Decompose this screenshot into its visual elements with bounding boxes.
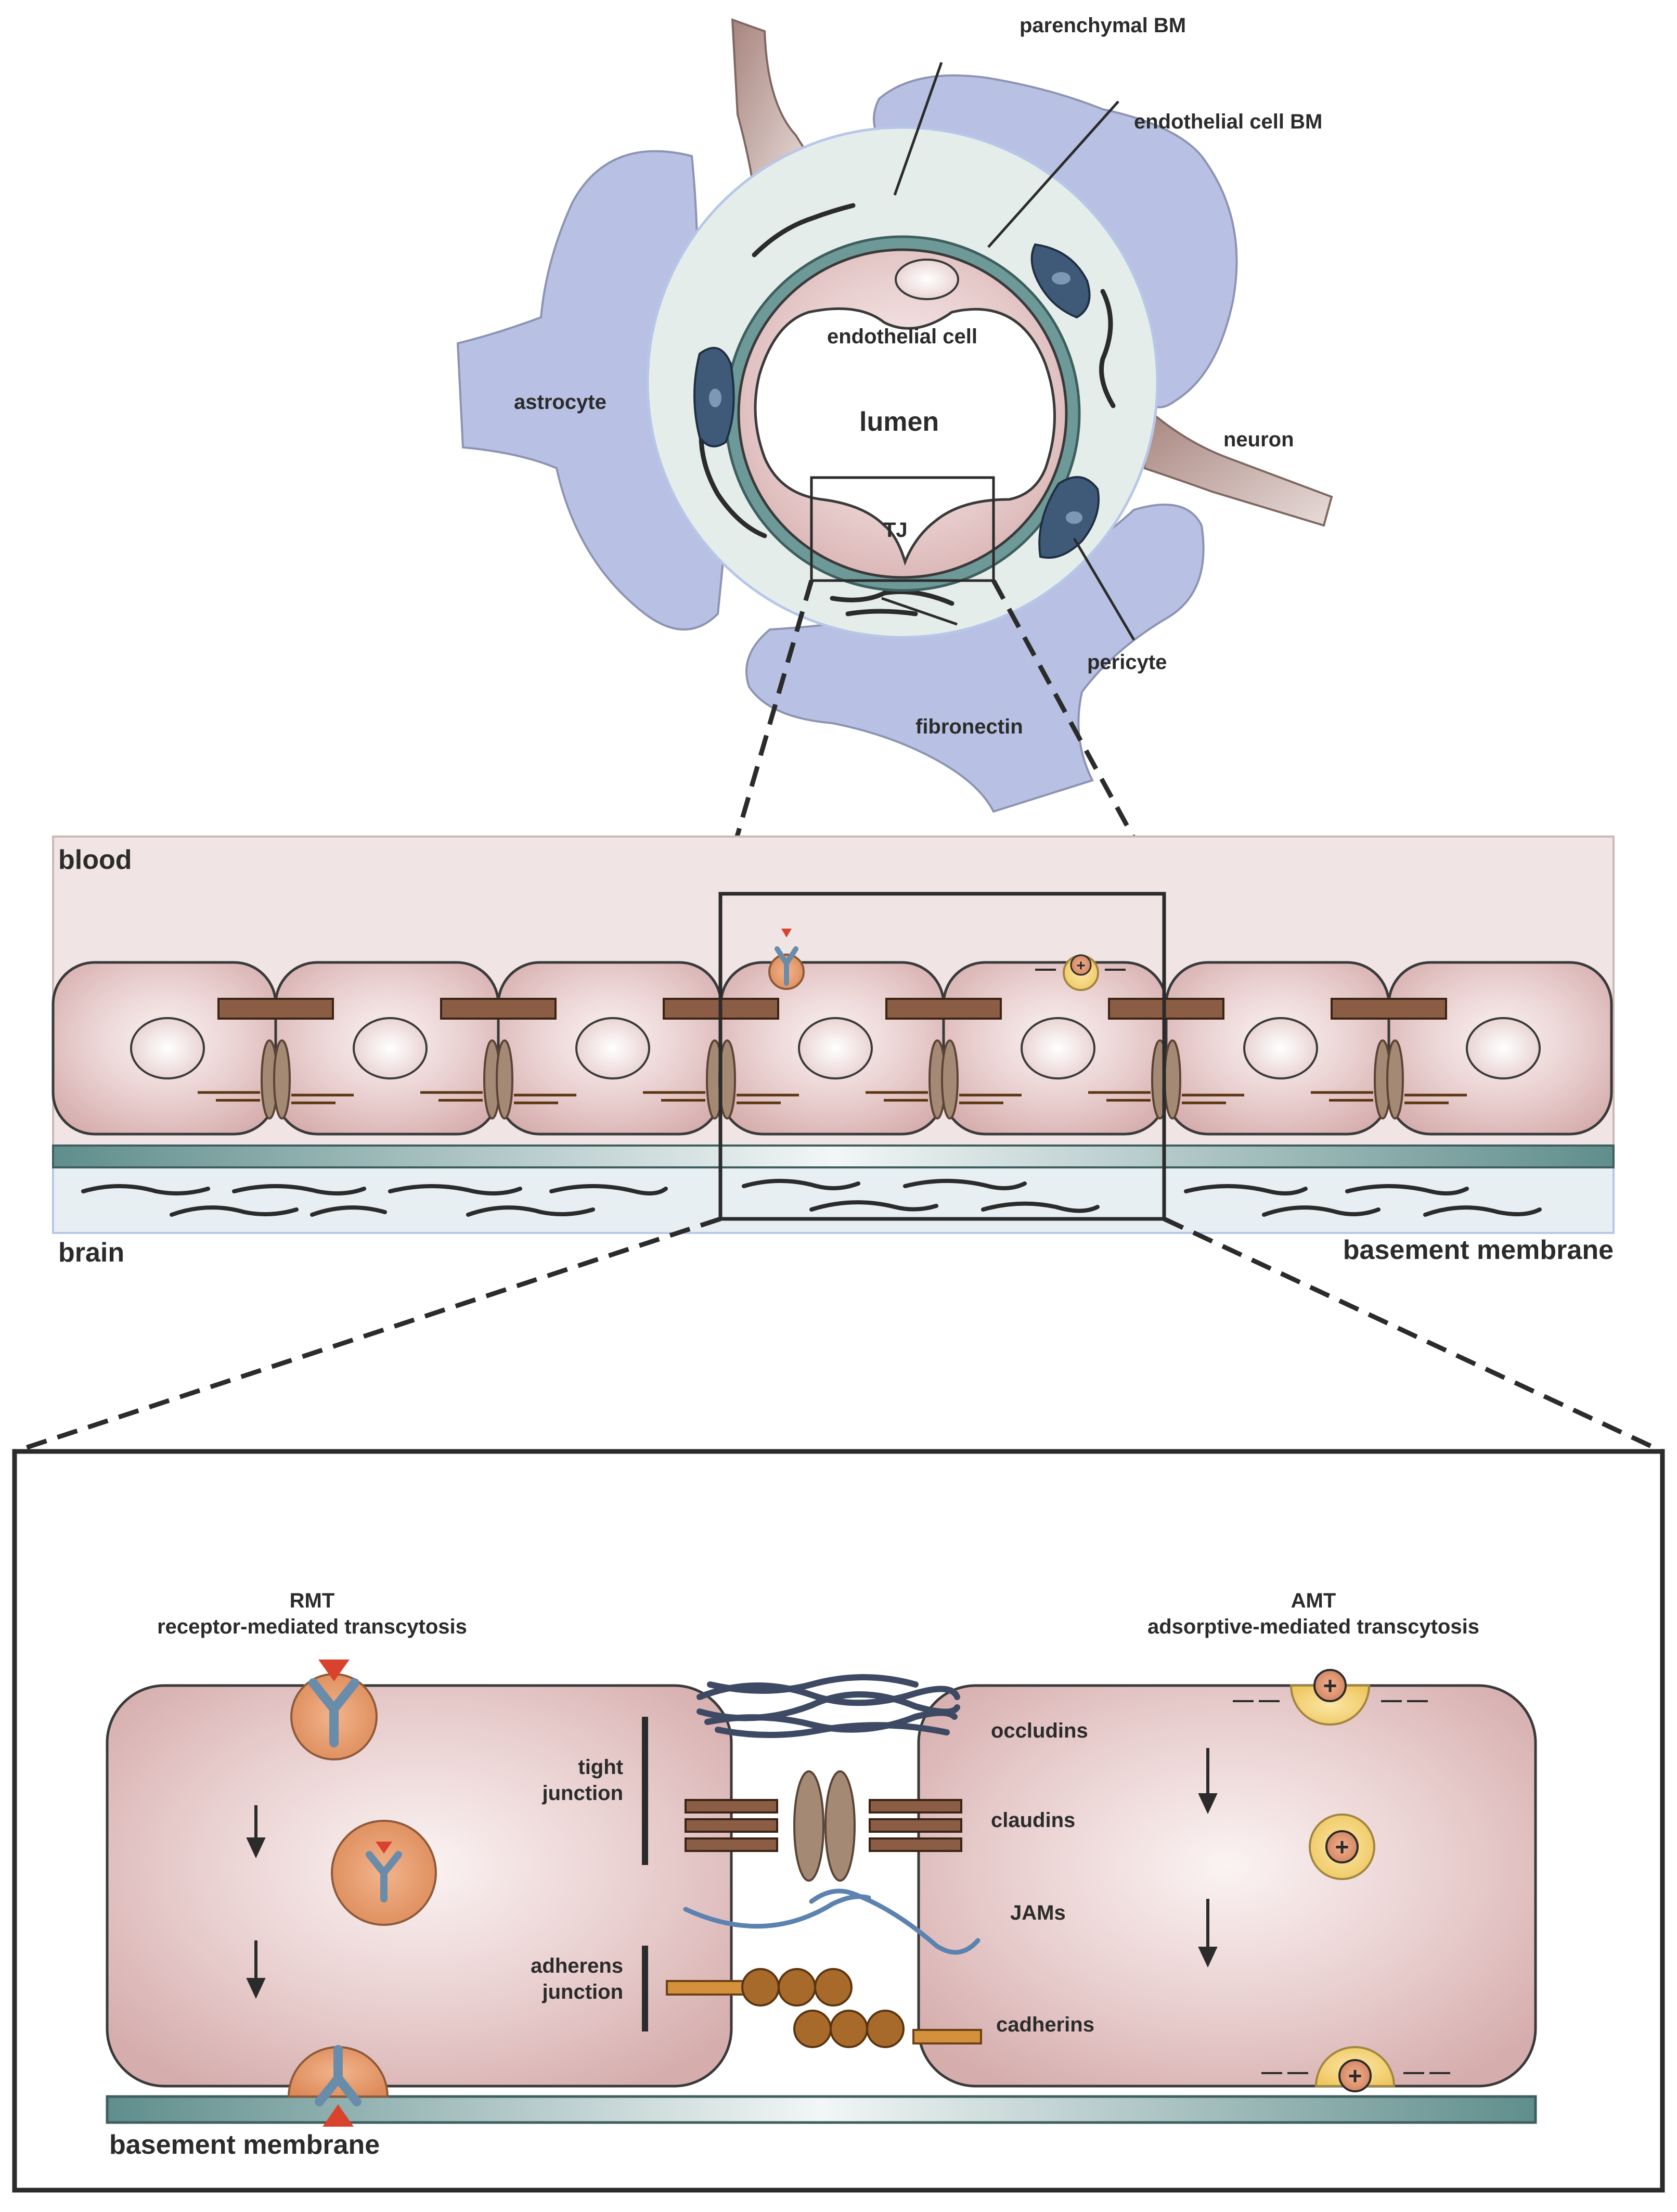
- middle-jam-oval: [496, 1039, 513, 1120]
- label-astrocyte: astrocyte: [514, 391, 607, 414]
- label-tj: TJ: [883, 519, 908, 542]
- amt-vesicle-top: +: [1233, 1669, 1428, 1726]
- middle-jam-oval: [1386, 1039, 1404, 1120]
- rmt-vesicle-top: [290, 1660, 378, 1760]
- middle-cadherin-lines-left: [866, 1091, 928, 1102]
- middle-cadherin-lines-left: [1311, 1091, 1373, 1102]
- neuron-right: [1143, 408, 1333, 527]
- tj-zoom-box: [810, 476, 995, 582]
- middle-claudin-bar: [217, 998, 334, 1020]
- middle-cadherin-lines-left: [420, 1091, 483, 1102]
- rmt-arrows: [246, 1805, 266, 1999]
- claudins: [685, 1799, 962, 1852]
- junction-detail-panel: + + +: [12, 1449, 1665, 2193]
- receptor-vesicle-small: [768, 929, 805, 990]
- jam-ovals: [793, 1770, 856, 1882]
- rmt-vesicle-middle: [331, 1820, 437, 1926]
- middle-cell-nucleus: [575, 1017, 650, 1079]
- amt-vesicle-middle: +: [1309, 1814, 1375, 1880]
- middle-fibers: [81, 1179, 1542, 1217]
- endothelial-layer-panel: + blood brain basement membrane: [51, 835, 1615, 1268]
- middle-cell-nucleus: [353, 1017, 428, 1079]
- fibronectin-fibers: [699, 203, 1116, 616]
- zoom-lines-lower: [14, 1216, 1663, 1454]
- middle-cell-nucleus: [130, 1017, 205, 1079]
- label-blood: blood: [58, 845, 132, 875]
- cadherins: [666, 1968, 982, 2048]
- label-endothelial-cell: endothelial cell: [827, 325, 977, 348]
- label-cadherins: cadherins: [996, 2013, 1094, 2036]
- middle-claudin-bar: [1108, 998, 1224, 1020]
- label-occludins: occludins: [991, 1719, 1088, 1742]
- occludins: [696, 1674, 960, 1738]
- label-amt: AMT: [1291, 1589, 1336, 1612]
- amt-arrows: [1198, 1748, 1218, 1968]
- label-tight-junction-line1: tight: [578, 1756, 623, 1779]
- middle-cadherin-lines-right: [1182, 1094, 1244, 1104]
- label-parenchymal-bm: parenchymal BM: [1020, 14, 1186, 37]
- endothelial-nucleus: [895, 259, 959, 300]
- middle-cell-nucleus: [1243, 1017, 1318, 1079]
- label-jams: JAMs: [1010, 1901, 1066, 1924]
- label-basement-membrane-middle: basement membrane: [1343, 1235, 1614, 1265]
- middle-cell-nucleus: [798, 1017, 873, 1079]
- label-amt-desc: adsorptive-mediated transcytosis: [1147, 1615, 1479, 1638]
- middle-cell-nucleus: [1021, 1017, 1095, 1079]
- label-brain: brain: [58, 1238, 124, 1268]
- label-neuron: neuron: [1223, 428, 1294, 451]
- lumen: [754, 307, 1056, 566]
- plus-sign-top: +: [1323, 1672, 1337, 1699]
- label-adherens-junction-line2: junction: [541, 1980, 623, 2003]
- brain-region: [52, 1164, 1615, 1234]
- middle-jam-oval: [1164, 1039, 1181, 1120]
- middle-cadherin-lines-right: [514, 1094, 576, 1104]
- label-endothelial-cell-bm: endothelial cell BM: [1134, 110, 1322, 133]
- label-adherens-junction-line1: adherens: [531, 1954, 623, 1977]
- middle-cadherin-lines-left: [198, 1091, 260, 1102]
- middle-jam-oval: [273, 1039, 291, 1120]
- label-fibronectin: fibronectin: [915, 715, 1023, 738]
- middle-basement-membrane: [52, 1144, 1615, 1168]
- label-pericyte: pericyte: [1087, 651, 1167, 674]
- middle-cadherin-lines-right: [959, 1094, 1022, 1104]
- middle-claudin-bar: [1331, 998, 1447, 1020]
- middle-claudin-bar: [885, 998, 1002, 1020]
- jams: [683, 1888, 981, 1955]
- label-basement-membrane-bottom: basement membrane: [109, 2130, 380, 2160]
- rmt-vesicle-bottom: [287, 2045, 389, 2127]
- label-rmt-desc: receptor-mediated transcytosis: [157, 1615, 467, 1638]
- middle-claudin-bar: [440, 998, 557, 1020]
- middle-jam-oval: [941, 1039, 959, 1120]
- middle-cadherin-lines-right: [291, 1094, 354, 1104]
- middle-cadherin-lines-right: [1404, 1094, 1467, 1104]
- label-claudins: claudins: [991, 1809, 1075, 1832]
- neuron-top: [731, 18, 810, 195]
- middle-cell-nucleus: [1466, 1017, 1541, 1079]
- label-tight-junction-line2: junction: [541, 1782, 623, 1805]
- amt-vesicle-bottom: +: [1261, 2046, 1450, 2092]
- middle-cadherin-lines-left: [643, 1091, 705, 1102]
- plus-sign-bottom: +: [1348, 2062, 1362, 2089]
- middle-cadherin-lines-left: [1088, 1091, 1151, 1102]
- label-rmt: RMT: [290, 1589, 335, 1612]
- adsorptive-vesicle-small: +: [1035, 954, 1126, 991]
- plus-sign-middle: +: [1335, 1833, 1349, 1860]
- label-lumen: lumen: [859, 407, 939, 437]
- plus-sign-small: +: [1076, 957, 1086, 974]
- middle-zoom-box: [718, 892, 1166, 1221]
- vessel-cross-section: parenchymal BM endothelial cell BM endot…: [456, 14, 1333, 813]
- right-endothelial-cell: [917, 1684, 1537, 2088]
- middle-cadherin-lines-right: [737, 1094, 799, 1104]
- leader-lines: [881, 62, 1136, 641]
